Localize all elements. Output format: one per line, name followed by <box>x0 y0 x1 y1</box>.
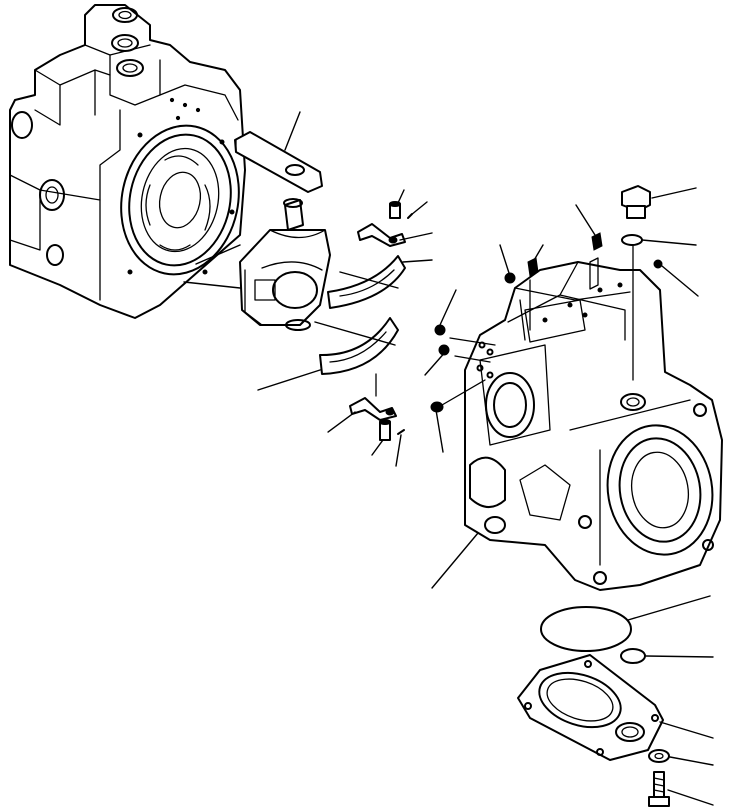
valve-body-housing <box>9 4 246 319</box>
leader-line <box>641 239 697 246</box>
lower-guide-shoe <box>319 317 399 375</box>
leader-line <box>284 111 301 151</box>
leader-line <box>395 434 402 467</box>
leader-line <box>439 289 457 326</box>
leader-line <box>397 189 405 204</box>
rocker-cam <box>239 198 331 331</box>
leader-line <box>435 409 444 453</box>
mounting-bolt <box>648 771 670 807</box>
leader-line <box>532 244 544 263</box>
leader-line <box>410 201 428 216</box>
leader-line <box>399 232 433 241</box>
guide-lever <box>234 131 323 193</box>
pump-case <box>464 261 723 591</box>
leader-line <box>257 369 321 391</box>
upper-guide-shoe <box>327 255 406 309</box>
large-o-ring <box>540 606 632 652</box>
leader-line <box>575 204 596 236</box>
cover-plate <box>517 654 664 761</box>
washer <box>648 749 670 763</box>
plug <box>621 185 651 219</box>
leader-line <box>669 756 714 766</box>
leader-line <box>667 789 714 806</box>
plug-o-ring <box>621 234 643 246</box>
leader-line <box>645 655 714 658</box>
leader-line <box>431 532 479 589</box>
leader-line <box>327 411 356 433</box>
callout-leader-lines <box>183 111 714 806</box>
leader-line <box>627 595 711 621</box>
leader-line <box>424 349 448 376</box>
pins-and-fasteners <box>349 201 413 441</box>
leader-line <box>314 321 396 346</box>
leader-line <box>402 259 433 263</box>
leader-line <box>659 721 714 739</box>
leader-line <box>651 187 697 199</box>
leader-line <box>183 281 241 289</box>
pump-fasteners <box>430 232 663 413</box>
leader-line <box>371 439 384 456</box>
leader-line <box>339 271 399 289</box>
leader-line <box>661 265 699 297</box>
leader-line <box>499 244 510 274</box>
leader-line <box>195 244 241 265</box>
small-o-ring <box>620 648 646 664</box>
